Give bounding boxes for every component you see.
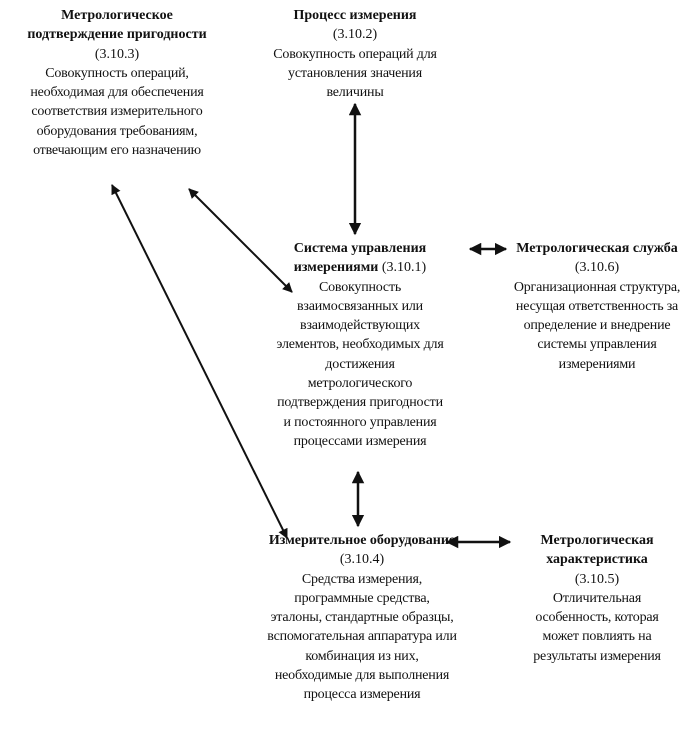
node-title: Система управления измерениями (293, 241, 427, 276)
node-description: Отличительная особенность, которая может… (533, 590, 661, 664)
node-title: Процесс измерения (293, 8, 417, 23)
node-description: Организационная структура, несущая ответ… (513, 279, 681, 372)
arrow-confirmation-equipment (111, 184, 288, 539)
node-description: Совокупность взаимосвязанных или взаимод… (276, 279, 444, 449)
node-metrological-confirmation: Метрологическое подтверждение пригодност… (15, 6, 220, 160)
node-code: (3.10.4) (339, 552, 385, 568)
node-measurement-process: Процесс измерения (3.10.2) Совокупность … (255, 6, 455, 102)
node-code: (3.10.5) (574, 571, 620, 587)
node-description: Средства измерения, программные средства… (267, 571, 457, 703)
node-title: Измерительное оборудование (268, 533, 456, 548)
node-code: (3.10.2) (332, 27, 378, 43)
node-measurement-management-system: Система управления измерениями (3.10.1) … (265, 239, 455, 451)
node-title: Метрологическое подтверждение пригодност… (27, 8, 207, 43)
node-metrological-characteristic: Метрологическая характеристика (3.10.5) … (512, 531, 682, 666)
node-description: Совокупность операций для установления з… (273, 46, 437, 101)
node-description: Совокупность операций, необходимая для о… (30, 65, 204, 159)
node-code: (3.10.1) (381, 260, 427, 276)
node-code: (3.10.3) (94, 46, 140, 62)
node-title: Метрологическая служба (516, 241, 678, 256)
node-metrological-service: Метрологическая служба (3.10.6) Организа… (505, 239, 690, 374)
node-code: (3.10.6) (574, 260, 620, 276)
node-title: Метрологическая характеристика (540, 533, 654, 568)
node-measuring-equipment: Измерительное оборудование (3.10.4) Сред… (267, 531, 457, 705)
